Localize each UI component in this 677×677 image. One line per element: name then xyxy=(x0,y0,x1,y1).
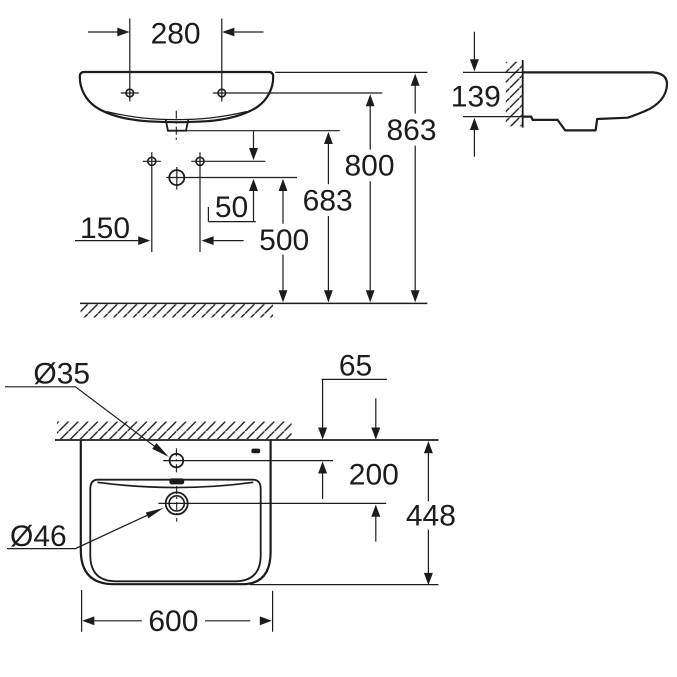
dim-448-arrow-top xyxy=(423,441,433,454)
dim-800-arrow-top xyxy=(365,94,375,107)
plan-view: Ø35 Ø46 65 200 448 600 xyxy=(5,349,456,638)
dim-448-label: 448 xyxy=(406,500,456,533)
dim-448-arrow-bottom xyxy=(423,572,433,585)
dim-500-arrow-top xyxy=(278,178,288,191)
dim-200-arrow-down xyxy=(371,427,381,440)
dim-600-arrow-left xyxy=(82,616,95,626)
dim-50-arrow-up xyxy=(249,178,258,191)
dim-200-arrow-up xyxy=(371,504,381,517)
fixing-hole-left-ticks xyxy=(120,18,139,102)
side-ext-lines xyxy=(463,71,524,118)
dim-683-label: 683 xyxy=(303,184,353,217)
dim-dia35-label: Ø35 xyxy=(33,358,90,391)
dim-139-label: 139 xyxy=(451,80,501,113)
dim-683-arrow-top xyxy=(324,131,333,144)
dim-150-label: 150 xyxy=(80,212,130,245)
dim-139-arrow-up xyxy=(469,117,479,130)
bowl-front-edge-line xyxy=(97,481,254,489)
dim-150-arrow-right xyxy=(138,236,151,245)
dim-50-lines xyxy=(207,131,256,223)
basin-front-outline xyxy=(78,70,275,124)
dia46-leader-arrow xyxy=(145,507,164,519)
basin-inner-bottom-line xyxy=(105,110,248,121)
dim-280-arrow-right xyxy=(117,27,130,37)
basin-plan-outline xyxy=(79,439,272,586)
dim-50-arrow-down xyxy=(249,148,258,161)
dim-800-label: 800 xyxy=(344,150,394,183)
brand-mark xyxy=(251,448,261,454)
dim-863-label: 863 xyxy=(386,114,436,147)
dim-683-arrow-bottom xyxy=(324,290,333,303)
dim-150-arrow-left xyxy=(201,236,214,245)
dia35-leader xyxy=(5,386,155,447)
dim-800-arrow-bottom xyxy=(365,290,375,303)
dia46-leader xyxy=(7,514,148,550)
front-view: 280 150 50 500 683 xyxy=(75,18,437,318)
dim-500-arrow-bottom xyxy=(278,290,288,303)
dim-139-arrow-down xyxy=(469,59,479,72)
drain-fitting-front xyxy=(164,119,190,132)
basin-side-profile xyxy=(521,71,669,132)
overflow-slot xyxy=(169,478,185,485)
basin-plan-bowl xyxy=(89,478,262,583)
dim-863-arrow-top xyxy=(410,73,420,86)
dim-dia46-label: Ø46 xyxy=(10,520,67,553)
plan-wall-hatch xyxy=(57,421,292,439)
side-wall-hatch xyxy=(505,61,522,127)
dim-600-ext-lines xyxy=(81,590,274,632)
floor-hatch xyxy=(80,304,273,318)
dim-200-label: 200 xyxy=(349,458,399,491)
supply-left-ticks xyxy=(142,152,161,252)
dim-65-label: 65 xyxy=(339,349,372,382)
dia35-leader-arrow xyxy=(152,443,169,457)
dim-600-label: 600 xyxy=(148,605,198,638)
dim-600-arrow-right xyxy=(259,616,272,626)
dim-65-arrow-up xyxy=(318,461,328,474)
dim-65-arrow-down xyxy=(318,427,328,440)
side-view: 139 xyxy=(451,31,669,157)
dim-50-label: 50 xyxy=(215,191,248,224)
dim-280-label: 280 xyxy=(151,18,201,51)
dim-280-arrow-left xyxy=(222,27,235,37)
dim-863-arrow-bottom xyxy=(410,290,420,303)
dim-500-label: 500 xyxy=(259,224,309,257)
dim-65-lines xyxy=(321,378,387,499)
